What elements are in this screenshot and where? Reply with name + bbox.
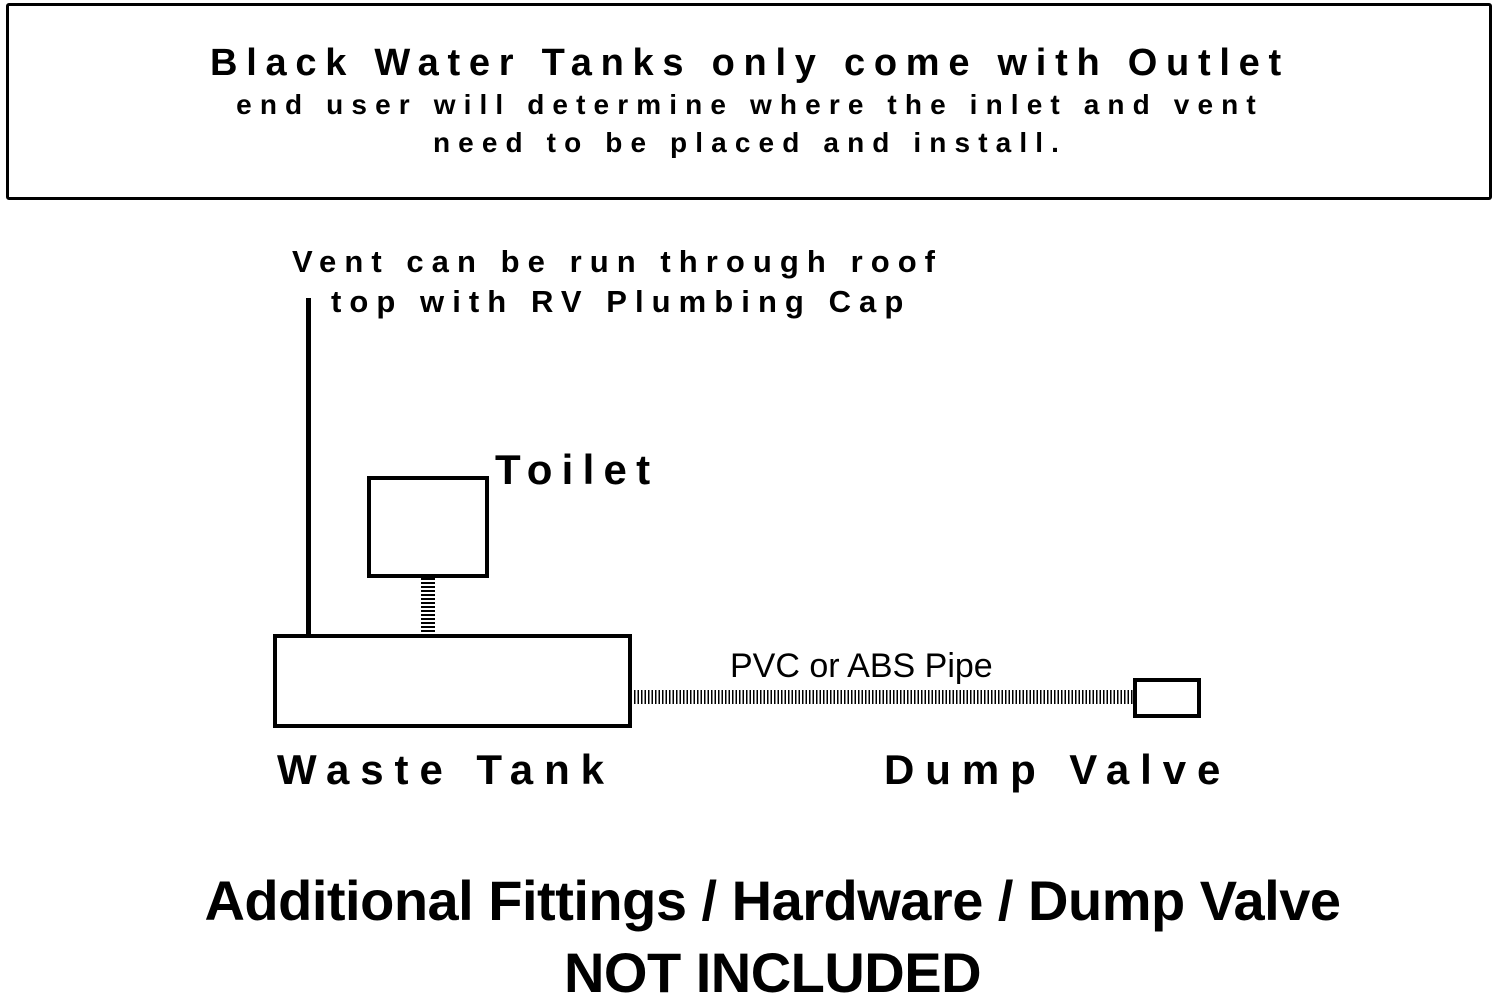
toilet-label: Toilet bbox=[495, 446, 660, 493]
waste-tank-label: Waste Tank bbox=[277, 746, 615, 793]
pipe-label: PVC or ABS Pipe bbox=[730, 647, 993, 685]
footer-line-2: NOT INCLUDED bbox=[563, 941, 982, 1004]
banner-text-line-2: end user will determine where the inlet … bbox=[236, 89, 1264, 120]
banner-text-line-3: need to be placed and install. bbox=[432, 127, 1068, 158]
dump-valve-box bbox=[1133, 678, 1201, 718]
footer-line-1: Additional Fittings / Hardware / Dump Va… bbox=[204, 869, 1341, 932]
vent-note-line-1: Vent can be run through roof bbox=[292, 244, 944, 279]
drain-pipe bbox=[634, 690, 1133, 704]
waste-tank-box bbox=[273, 634, 632, 728]
dump-valve-label: Dump Valve bbox=[884, 746, 1232, 793]
toilet-box bbox=[367, 476, 489, 578]
banner-heading: Black Water Tanks only come with Outlet bbox=[210, 42, 1290, 84]
vent-pipe bbox=[306, 298, 311, 636]
vent-note-line-2: top with RV Plumbing Cap bbox=[331, 284, 912, 319]
toilet-connector-hose bbox=[421, 578, 435, 634]
notice-banner bbox=[6, 3, 1492, 200]
